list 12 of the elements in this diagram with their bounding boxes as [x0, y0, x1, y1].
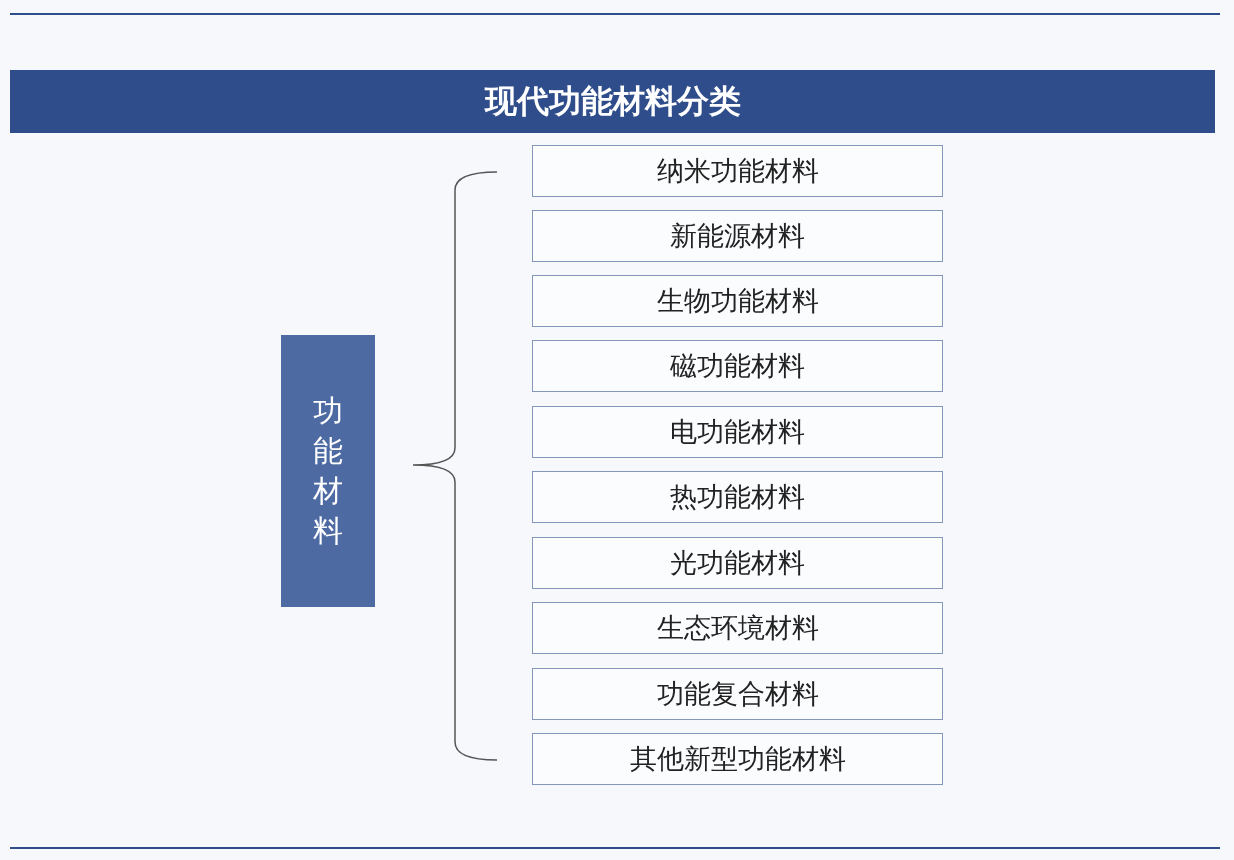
- item-box: 新能源材料: [532, 210, 943, 262]
- title-band: 现代功能材料分类: [10, 70, 1215, 133]
- item-box: 生物功能材料: [532, 275, 943, 327]
- item-box: 纳米功能材料: [532, 145, 943, 197]
- item-box: 热功能材料: [532, 471, 943, 523]
- item-box: 功能复合材料: [532, 668, 943, 720]
- item-box: 其他新型功能材料: [532, 733, 943, 785]
- item-box: 生态环境材料: [532, 602, 943, 654]
- item-box: 磁功能材料: [532, 340, 943, 392]
- item-box: 电功能材料: [532, 406, 943, 458]
- category-box: 功能材料: [281, 335, 375, 607]
- item-box: 光功能材料: [532, 537, 943, 589]
